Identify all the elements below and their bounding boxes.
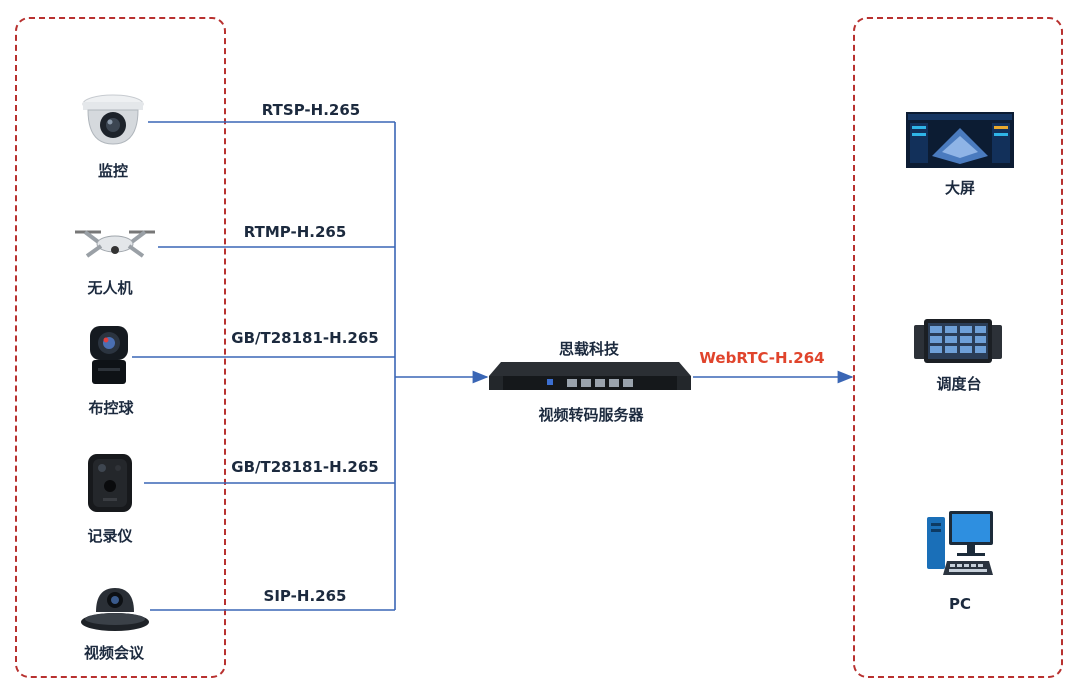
protocol-label-rtmp: RTMP-H.265 <box>243 223 347 241</box>
protocol-label-rtsp: RTSP-H.265 <box>261 101 361 119</box>
target-label-dispatch-console: 调度台 <box>936 375 982 393</box>
protocol-label-gb-body: GB/T28181-H.265 <box>231 458 379 476</box>
drone-icon <box>75 230 155 258</box>
source-label-ptz-ball: 布控球 <box>88 399 134 417</box>
targets-group-frame <box>853 17 1063 678</box>
protocol-label-webrtc: WebRTC-H.264 <box>699 349 825 367</box>
target-label-big-screen: 大屏 <box>944 179 976 197</box>
protocol-label-gb-ptz: GB/T28181-H.265 <box>231 329 379 347</box>
server-label: 视频转码服务器 <box>538 406 644 424</box>
video-wall-icon <box>906 112 1014 168</box>
rack-server-icon <box>489 362 691 390</box>
body-camera-icon <box>88 454 132 512</box>
target-label-pc: PC <box>948 595 972 613</box>
dispatch-console-icon <box>914 319 1002 363</box>
desktop-pc-icon <box>927 511 993 575</box>
source-label-drone: 无人机 <box>87 279 133 297</box>
source-label-body-recorder: 记录仪 <box>87 527 133 545</box>
dome-camera-icon <box>82 94 144 145</box>
protocol-label-sip: SIP-H.265 <box>263 587 347 605</box>
sources-group-frame <box>15 17 226 678</box>
conference-camera-icon <box>81 588 149 631</box>
ptz-ball-camera-icon <box>90 326 128 384</box>
source-label-monitor: 监控 <box>97 162 129 180</box>
server-brand-label: 思载科技 <box>558 340 620 358</box>
source-label-video-conference: 视频会议 <box>83 644 145 662</box>
